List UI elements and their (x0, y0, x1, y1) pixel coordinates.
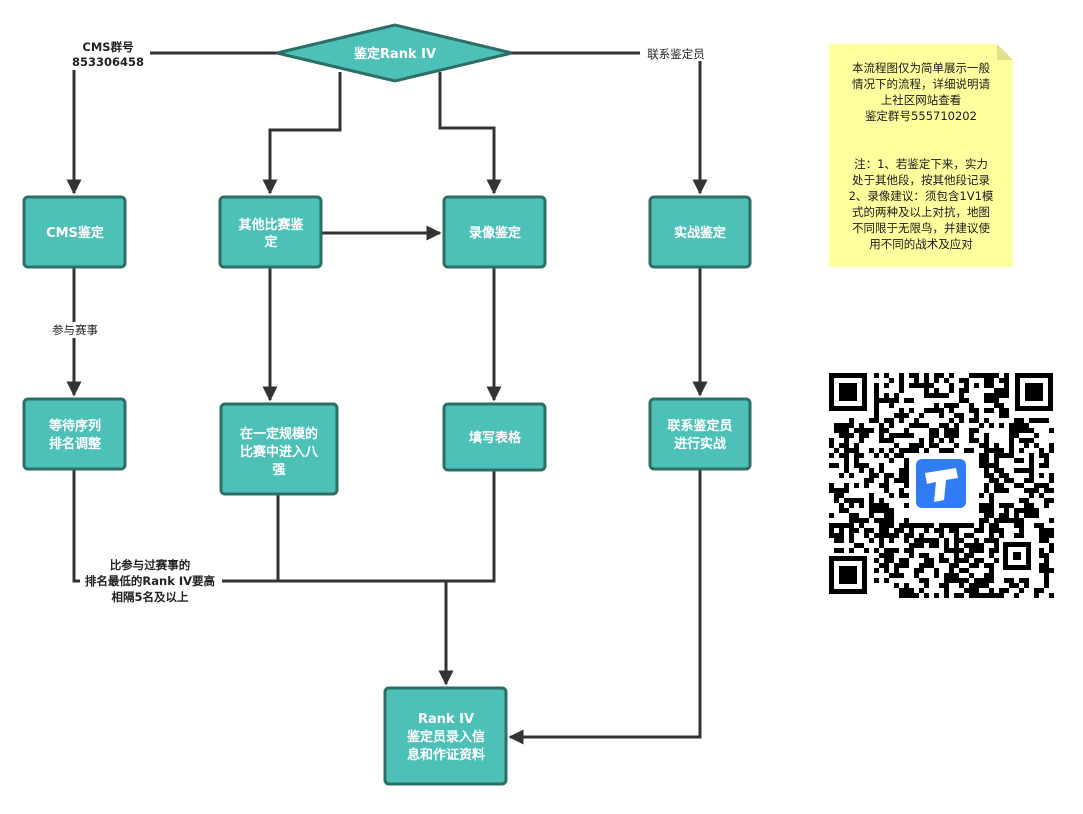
note-line: 鉴定群号555710202 (865, 109, 977, 123)
edge-label-bg (46, 322, 104, 338)
note-line: 注：1、若鉴定下来，实力 (854, 157, 988, 171)
top8-node-label-line1: 在一定规模的 (240, 426, 318, 442)
edge-contact-live-to-final (508, 470, 702, 745)
top8-node-label-line3: 强 (272, 463, 285, 478)
edge-start-to-live (512, 51, 708, 195)
final-node-label-line1: Rank IV (418, 712, 474, 727)
app-logo-icon (911, 454, 973, 514)
top8-node-label-line2: 比赛中进入八 (240, 444, 319, 460)
qr-modules (829, 373, 1054, 598)
rank-condition-line2: 排名最低的Rank IV要高 (85, 574, 215, 588)
edge-fill-form-merge (446, 471, 496, 583)
other-match-node-label-line1: 其他比赛鉴 (238, 217, 304, 233)
node-video-box (442, 195, 547, 269)
edge-label-bg (640, 45, 710, 61)
edge-label-bg (66, 38, 150, 70)
note-fold-corner (997, 44, 1013, 60)
qr-finder-top-left (829, 373, 867, 411)
edge-start-to-video (438, 72, 502, 195)
other-match-node-label-line2: 定 (263, 234, 277, 250)
qr-finder-bottom-left (829, 556, 867, 594)
node-live-box (648, 195, 752, 269)
note-line: 式的两种及以上对抗，地图 (852, 205, 990, 219)
node-final-box (383, 686, 508, 786)
node-other-match-box (218, 195, 323, 269)
node-contact-live-box (648, 397, 752, 471)
contact-appraiser-label: 联系鉴定员 (647, 47, 705, 61)
cms-group-label: CMS群号 (82, 40, 133, 54)
edge-label-bg (80, 557, 222, 607)
rank-condition-line1: 比参与过赛事的 (110, 558, 191, 572)
node-top8-box (219, 402, 339, 496)
final-node-label-line2: 鉴定员录入信 (406, 729, 485, 745)
contact-live-node-label-line1: 联系鉴定员 (667, 418, 732, 434)
cms-node-label: CMS鉴定 (46, 225, 104, 241)
contact-live-node-label-line2: 进行实战 (674, 436, 726, 452)
start-decision-diamond (276, 23, 513, 83)
cms-group-number: 853306458 (72, 55, 144, 69)
final-node-label-line3: 息和作证资料 (407, 747, 485, 763)
node-fill-form-box (442, 402, 547, 472)
wait-rank-node-label-line2: 排名调整 (49, 436, 102, 452)
join-event-label: 参与赛事 (52, 323, 98, 337)
video-node-label: 录像鉴定 (469, 225, 521, 241)
edge-start-to-cms (66, 51, 277, 195)
qr-code (827, 371, 1056, 598)
wait-rank-node-label-line1: 等待序列 (48, 418, 101, 434)
note-line: 用不同的战术及应对 (869, 237, 973, 251)
edge-wait-rank-merge (72, 470, 446, 583)
fill-form-node-label: 填写表格 (469, 430, 522, 446)
info-note: 本流程图仅为简单展示一般 情况下的流程，详细说明请 上社区网站查看 鉴定群号55… (829, 44, 1013, 267)
note-line: 2、录像建议：须包含1V1模 (849, 189, 994, 203)
note-line: 处于其他段，按其他段记录 (852, 173, 990, 187)
start-node-label: 鉴定Rank IV (353, 46, 436, 62)
qr-alignment-pattern (1003, 542, 1031, 570)
node-wait-rank-box (22, 397, 127, 471)
note-line: 上社区网站查看 (881, 93, 962, 107)
note-line: 本流程图仅为简单展示一般 (852, 61, 990, 75)
note-body (829, 44, 1013, 267)
rank-condition-line3: 相隔5名及以上 (111, 590, 189, 604)
note-line: 不同限于无限鸟，并建议使 (852, 221, 990, 235)
edge-start-to-other-match (262, 72, 342, 195)
live-node-label: 实战鉴定 (674, 225, 726, 241)
node-cms-box (22, 195, 127, 269)
qr-finder-top-right (1015, 373, 1053, 411)
note-line: 情况下的流程，详细说明请 (852, 77, 990, 91)
